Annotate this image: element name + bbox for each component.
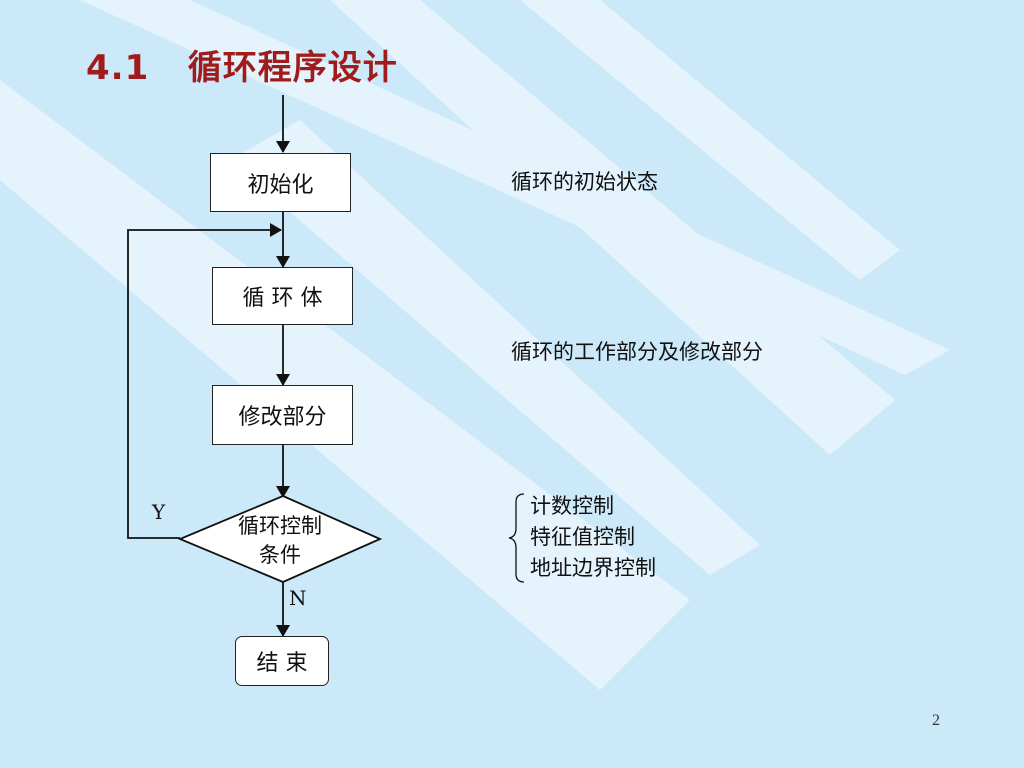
init-box: 初始化 [210,153,351,212]
control-item: 特征值控制 [530,525,635,549]
loop-body-box: 循 环 体 [212,267,353,325]
no-label: N [289,586,307,610]
condition-line-2: 条件 [259,543,301,567]
condition-line-1: 循环控制 [238,514,322,538]
background-stripe [230,120,760,575]
loop-back-arrow [127,223,282,539]
brace [508,493,525,583]
end-box: 结 束 [235,636,329,686]
control-item: 地址边界控制 [530,556,656,580]
yes-label: Y [152,500,166,524]
background-stripe [330,0,895,455]
background-stripe [520,0,900,280]
control-item: 计数控制 [530,494,614,518]
body-note: 循环的工作部分及修改部分 [511,340,763,364]
decision-diamond [177,495,383,583]
condition-label: 循环控制 条件 [180,512,380,570]
slide-title: 4.1 循环程序设计 [86,48,398,88]
init-note: 循环的初始状态 [511,170,658,194]
modify-box: 修改部分 [212,385,353,445]
page-number: 2 [932,712,940,729]
